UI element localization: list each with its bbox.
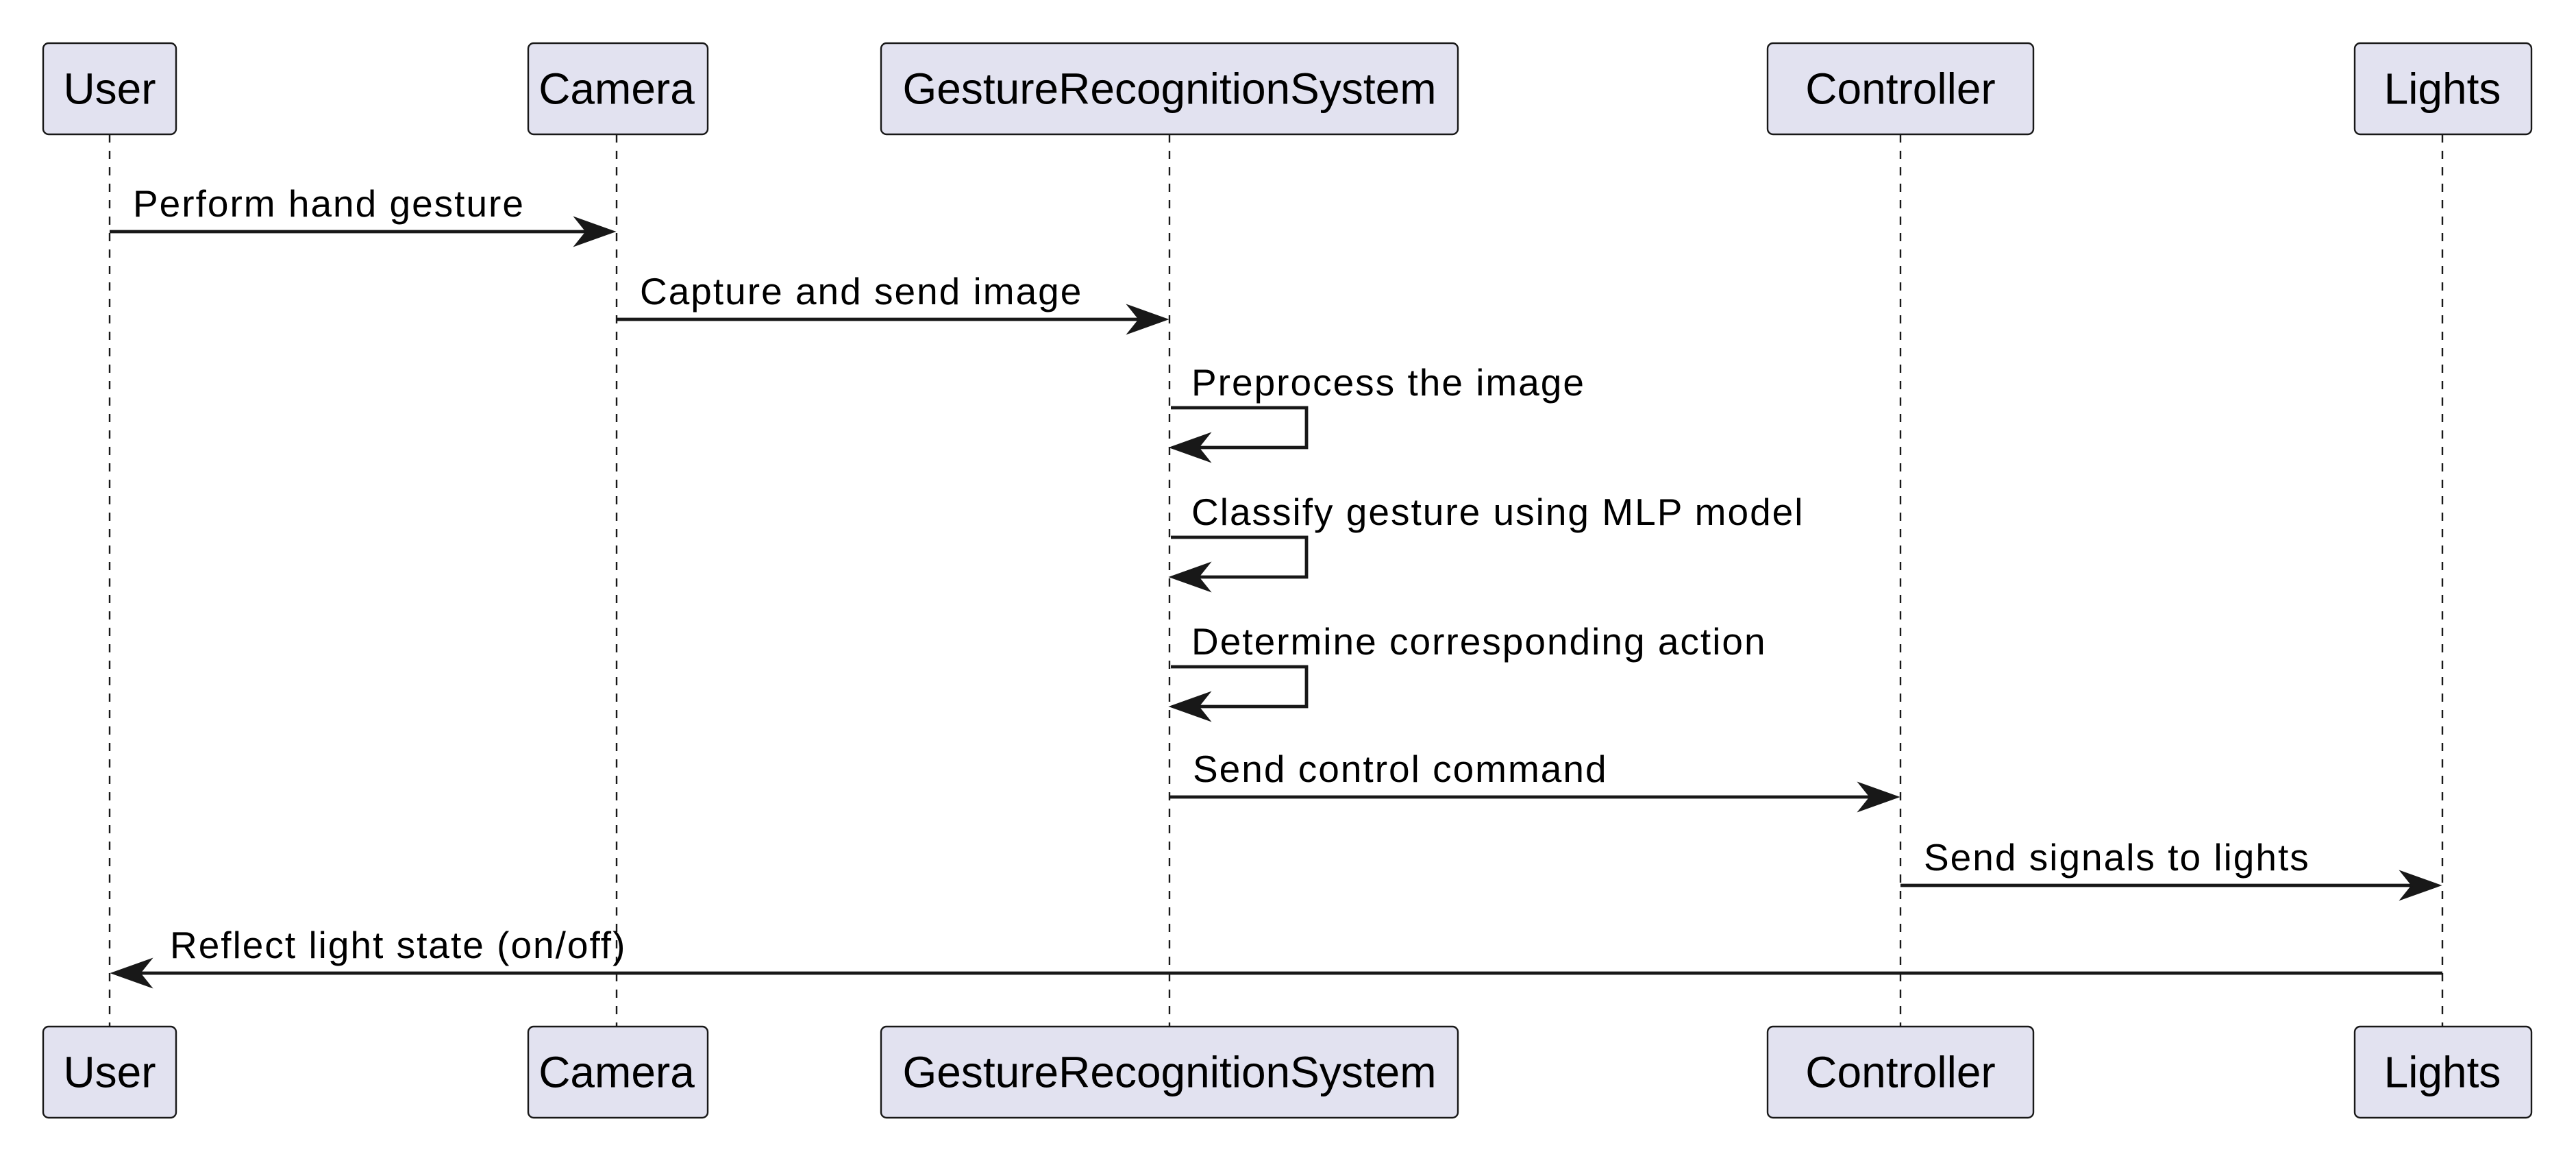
message-5: Determine corresponding action xyxy=(1168,620,1767,722)
participant-label: GestureRecognitionSystem xyxy=(902,1048,1436,1097)
participant-grs-bottom: GestureRecognitionSystem xyxy=(880,1025,1459,1119)
participants-bottom: User Camera GestureRecognitionSystem Contro… xyxy=(42,1025,2533,1119)
participant-label: Lights xyxy=(2384,1048,2501,1097)
arrowhead xyxy=(1168,432,1212,463)
arrowhead xyxy=(1168,561,1212,593)
message-label: Preprocess the image xyxy=(1191,361,1585,404)
participant-grs-top: GestureRecognitionSystem xyxy=(880,42,1459,136)
message-label: Perform hand gesture xyxy=(133,182,525,225)
message-label: Determine corresponding action xyxy=(1191,620,1767,663)
participant-box xyxy=(1766,42,2035,136)
arrowhead xyxy=(1126,304,1169,335)
participant-box xyxy=(42,42,177,136)
participant-label: Controller xyxy=(1805,64,1995,114)
message-2: Capture and send image xyxy=(617,270,1169,335)
lifelines xyxy=(108,134,2444,1027)
message-label: Send control command xyxy=(1193,748,1608,790)
message-line xyxy=(1171,665,1309,709)
participant-camera-top: Camera xyxy=(527,42,709,136)
participant-box xyxy=(1766,1025,2035,1119)
message-label: Capture and send image xyxy=(640,270,1082,312)
message-1: Perform hand gesture xyxy=(110,182,617,247)
message-line xyxy=(1171,406,1309,450)
participant-box xyxy=(880,1025,1459,1119)
participants-top: User Camera GestureRecognitionSystem Contro… xyxy=(42,42,2533,136)
participant-label: Controller xyxy=(1805,1048,1995,1097)
participant-box xyxy=(880,42,1459,136)
participant-label: GestureRecognitionSystem xyxy=(902,64,1436,114)
participant-lights-bottom: Lights xyxy=(2353,1025,2533,1119)
participant-label: Lights xyxy=(2384,64,2501,114)
message-label: Reflect light state (on/off) xyxy=(170,924,626,966)
message-label: Classify gesture using MLP model xyxy=(1191,491,1804,533)
arrowhead xyxy=(1857,781,1900,813)
message-7: Send signals to lights xyxy=(1900,836,2442,901)
message-4: Classify gesture using MLP model xyxy=(1168,491,1804,593)
arrowhead xyxy=(573,216,617,247)
arrowhead xyxy=(1168,691,1212,722)
message-label: Send signals to lights xyxy=(1924,836,2310,879)
message-8: Reflect light state (on/off) xyxy=(110,924,2442,989)
participant-user-bottom: User xyxy=(42,1025,177,1119)
arrowhead xyxy=(110,957,153,989)
message-3: Preprocess the image xyxy=(1168,361,1585,463)
message-line xyxy=(1171,535,1309,579)
message-6: Send control command xyxy=(1169,748,1900,813)
participant-label: User xyxy=(63,64,156,114)
participant-label: Camera xyxy=(538,1048,695,1097)
participant-label: Camera xyxy=(538,64,695,114)
participant-controller-top: Controller xyxy=(1766,42,2035,136)
participant-user-top: User xyxy=(42,42,177,136)
participant-box xyxy=(527,1025,709,1119)
participant-controller-bottom: Controller xyxy=(1766,1025,2035,1119)
participant-box xyxy=(2353,1025,2533,1119)
participant-box xyxy=(42,1025,177,1119)
participant-lights-top: Lights xyxy=(2353,42,2533,136)
participant-box xyxy=(527,42,709,136)
participant-label: User xyxy=(63,1048,156,1097)
participant-box xyxy=(2353,42,2533,136)
participant-camera-bottom: Camera xyxy=(527,1025,709,1119)
arrowhead xyxy=(2399,870,2442,901)
